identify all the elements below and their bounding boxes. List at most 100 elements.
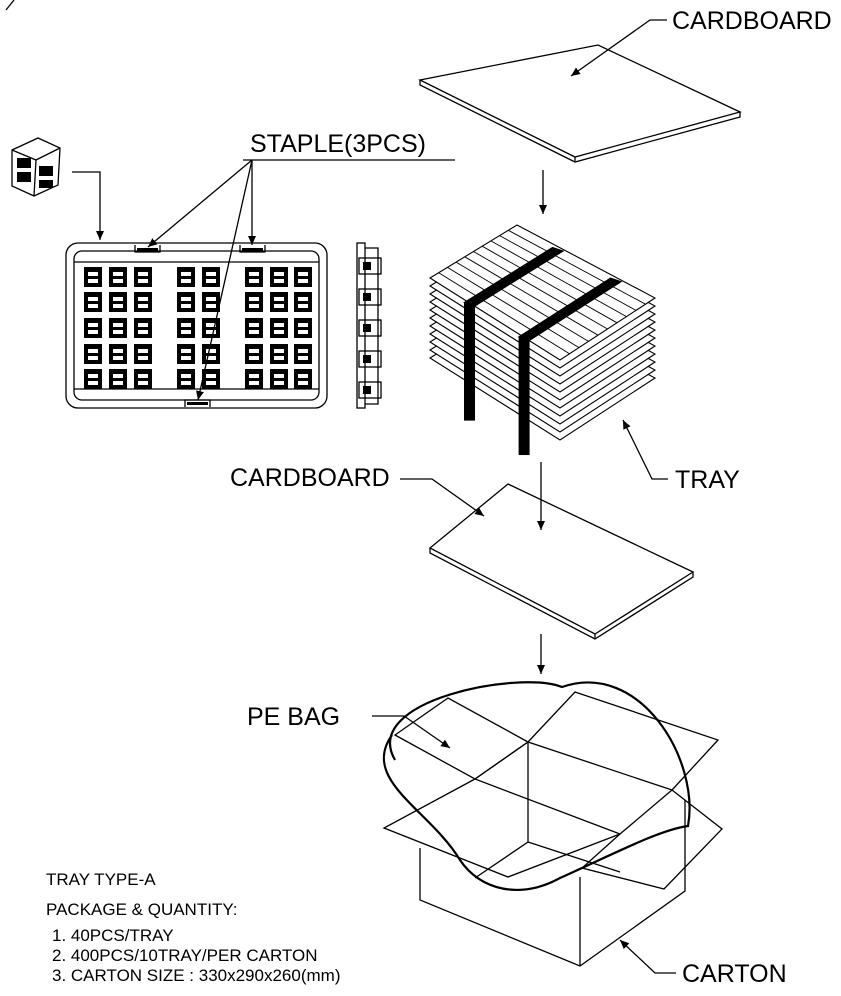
tray-pocket xyxy=(177,318,195,338)
tray-pocket xyxy=(202,344,220,364)
tray-rib xyxy=(455,261,589,342)
tray-pocket xyxy=(294,344,312,364)
staple-leader-3 xyxy=(196,159,253,401)
side-slot xyxy=(358,288,382,306)
tray-pocket-slot xyxy=(206,297,216,301)
tray-pocket-slot xyxy=(181,356,191,360)
tray-pocket-slot xyxy=(181,381,191,385)
tray-pocket-slot xyxy=(138,323,148,327)
tray-rib xyxy=(447,267,580,348)
tray-pocket-slot xyxy=(206,356,216,360)
cardboard-top-leader xyxy=(570,19,667,77)
tray-pocket-slot xyxy=(113,323,123,327)
tray-pocket-slot xyxy=(138,356,148,360)
side-slot xyxy=(358,381,382,399)
tray-pocket-slot xyxy=(181,304,191,308)
tray-pocket-slot xyxy=(138,330,148,334)
tray-rib xyxy=(508,229,646,305)
tray-pocket xyxy=(245,267,263,287)
tray-pocket-slot xyxy=(113,349,123,353)
tray-pocket xyxy=(134,267,152,287)
tray-pocket xyxy=(202,292,220,312)
carton-leader xyxy=(619,939,676,974)
tray-pocket xyxy=(109,344,127,364)
tray-pocket-slot xyxy=(249,279,259,283)
tray-pocket-slot xyxy=(88,356,98,360)
tray-pocket-slot xyxy=(298,356,308,360)
tray-pocket-slot xyxy=(181,330,191,334)
tray-pocket xyxy=(177,344,195,364)
tray-pocket-slot xyxy=(298,272,308,276)
tray-pocket-slot xyxy=(274,323,284,327)
tray-label: TRAY xyxy=(675,466,740,494)
tray-pocket-slot xyxy=(249,330,259,334)
tray-pocket-slot xyxy=(181,279,191,283)
tray-pocket-slot xyxy=(206,330,216,334)
tray-pocket-slot xyxy=(181,272,191,276)
strap-side xyxy=(464,302,475,421)
tray-pocket-slot xyxy=(298,323,308,327)
tray-pocket-slot xyxy=(113,330,123,334)
tray-pocket xyxy=(109,267,127,287)
tray-pocket-slot xyxy=(138,297,148,301)
tray-pocket-slot xyxy=(298,330,308,334)
tray-pocket-slot xyxy=(298,374,308,378)
tray-top-view xyxy=(65,242,328,409)
pe-bag-leader xyxy=(372,715,451,749)
tray-pocket-slot xyxy=(298,349,308,353)
tray-pocket-slot xyxy=(138,381,148,385)
tray-pocket xyxy=(270,369,288,389)
tray-pocket xyxy=(245,344,263,364)
tray-pocket-slot xyxy=(138,272,148,276)
carton-box xyxy=(382,691,723,967)
tray-rib xyxy=(464,256,599,336)
side-slot-fill xyxy=(363,355,371,363)
tray-pocket-slot xyxy=(88,374,98,378)
tray-pocket-slot xyxy=(298,381,308,385)
tray-pocket xyxy=(109,369,127,389)
tray-pocket-slot xyxy=(113,279,123,283)
tray-pocket-slot xyxy=(298,297,308,301)
tray-pocket-slot xyxy=(88,381,98,385)
cardboard-top-label: CARDBOARD xyxy=(672,7,832,35)
corner-mark xyxy=(5,0,15,11)
cardboard-mid-label: CARDBOARD xyxy=(230,464,390,492)
tray-pocket xyxy=(245,369,263,389)
tray-pocket-slot xyxy=(206,381,216,385)
tray-leader xyxy=(622,419,668,480)
tray-pocket-slot xyxy=(249,304,259,308)
note-item-3: 3. CARTON SIZE : 330x290x260(mm) xyxy=(52,966,340,985)
tray-pocket xyxy=(177,369,195,389)
tray-pocket-slot xyxy=(113,272,123,276)
tray-pocket xyxy=(84,292,102,312)
strap-top xyxy=(517,277,623,342)
tray-pocket xyxy=(84,344,102,364)
tray-pocket xyxy=(270,267,288,287)
tray-rib xyxy=(438,272,570,355)
tray-pocket-slot xyxy=(249,374,259,378)
tray-pocket xyxy=(294,292,312,312)
tray-pocket-slot xyxy=(88,304,98,308)
tray-pocket-slot xyxy=(181,323,191,327)
tray-pocket-slot xyxy=(206,304,216,308)
strap-top xyxy=(463,246,565,307)
pe-bag-outline xyxy=(382,681,691,891)
side-slot xyxy=(358,350,382,368)
tray-pocket-slot xyxy=(206,272,216,276)
tray-pocket xyxy=(84,369,102,389)
tray-rib xyxy=(490,240,627,317)
tray-side-view xyxy=(356,242,382,409)
tray-pocket-slot xyxy=(181,297,191,301)
tray-pocket xyxy=(177,292,195,312)
tray-pocket xyxy=(270,292,288,312)
tray-pocket-slot xyxy=(138,374,148,378)
tray-type-label: TRAY TYPE-A xyxy=(46,870,156,889)
pe-bag-label: PE BAG xyxy=(247,703,340,731)
tray-pocket-slot xyxy=(298,304,308,308)
tray-pocket-slot xyxy=(88,279,98,283)
tray-pocket-slot xyxy=(113,374,123,378)
tray-pocket-slot xyxy=(274,297,284,301)
tray-pocket-slot xyxy=(249,349,259,353)
tray-pocket-slot xyxy=(206,323,216,327)
